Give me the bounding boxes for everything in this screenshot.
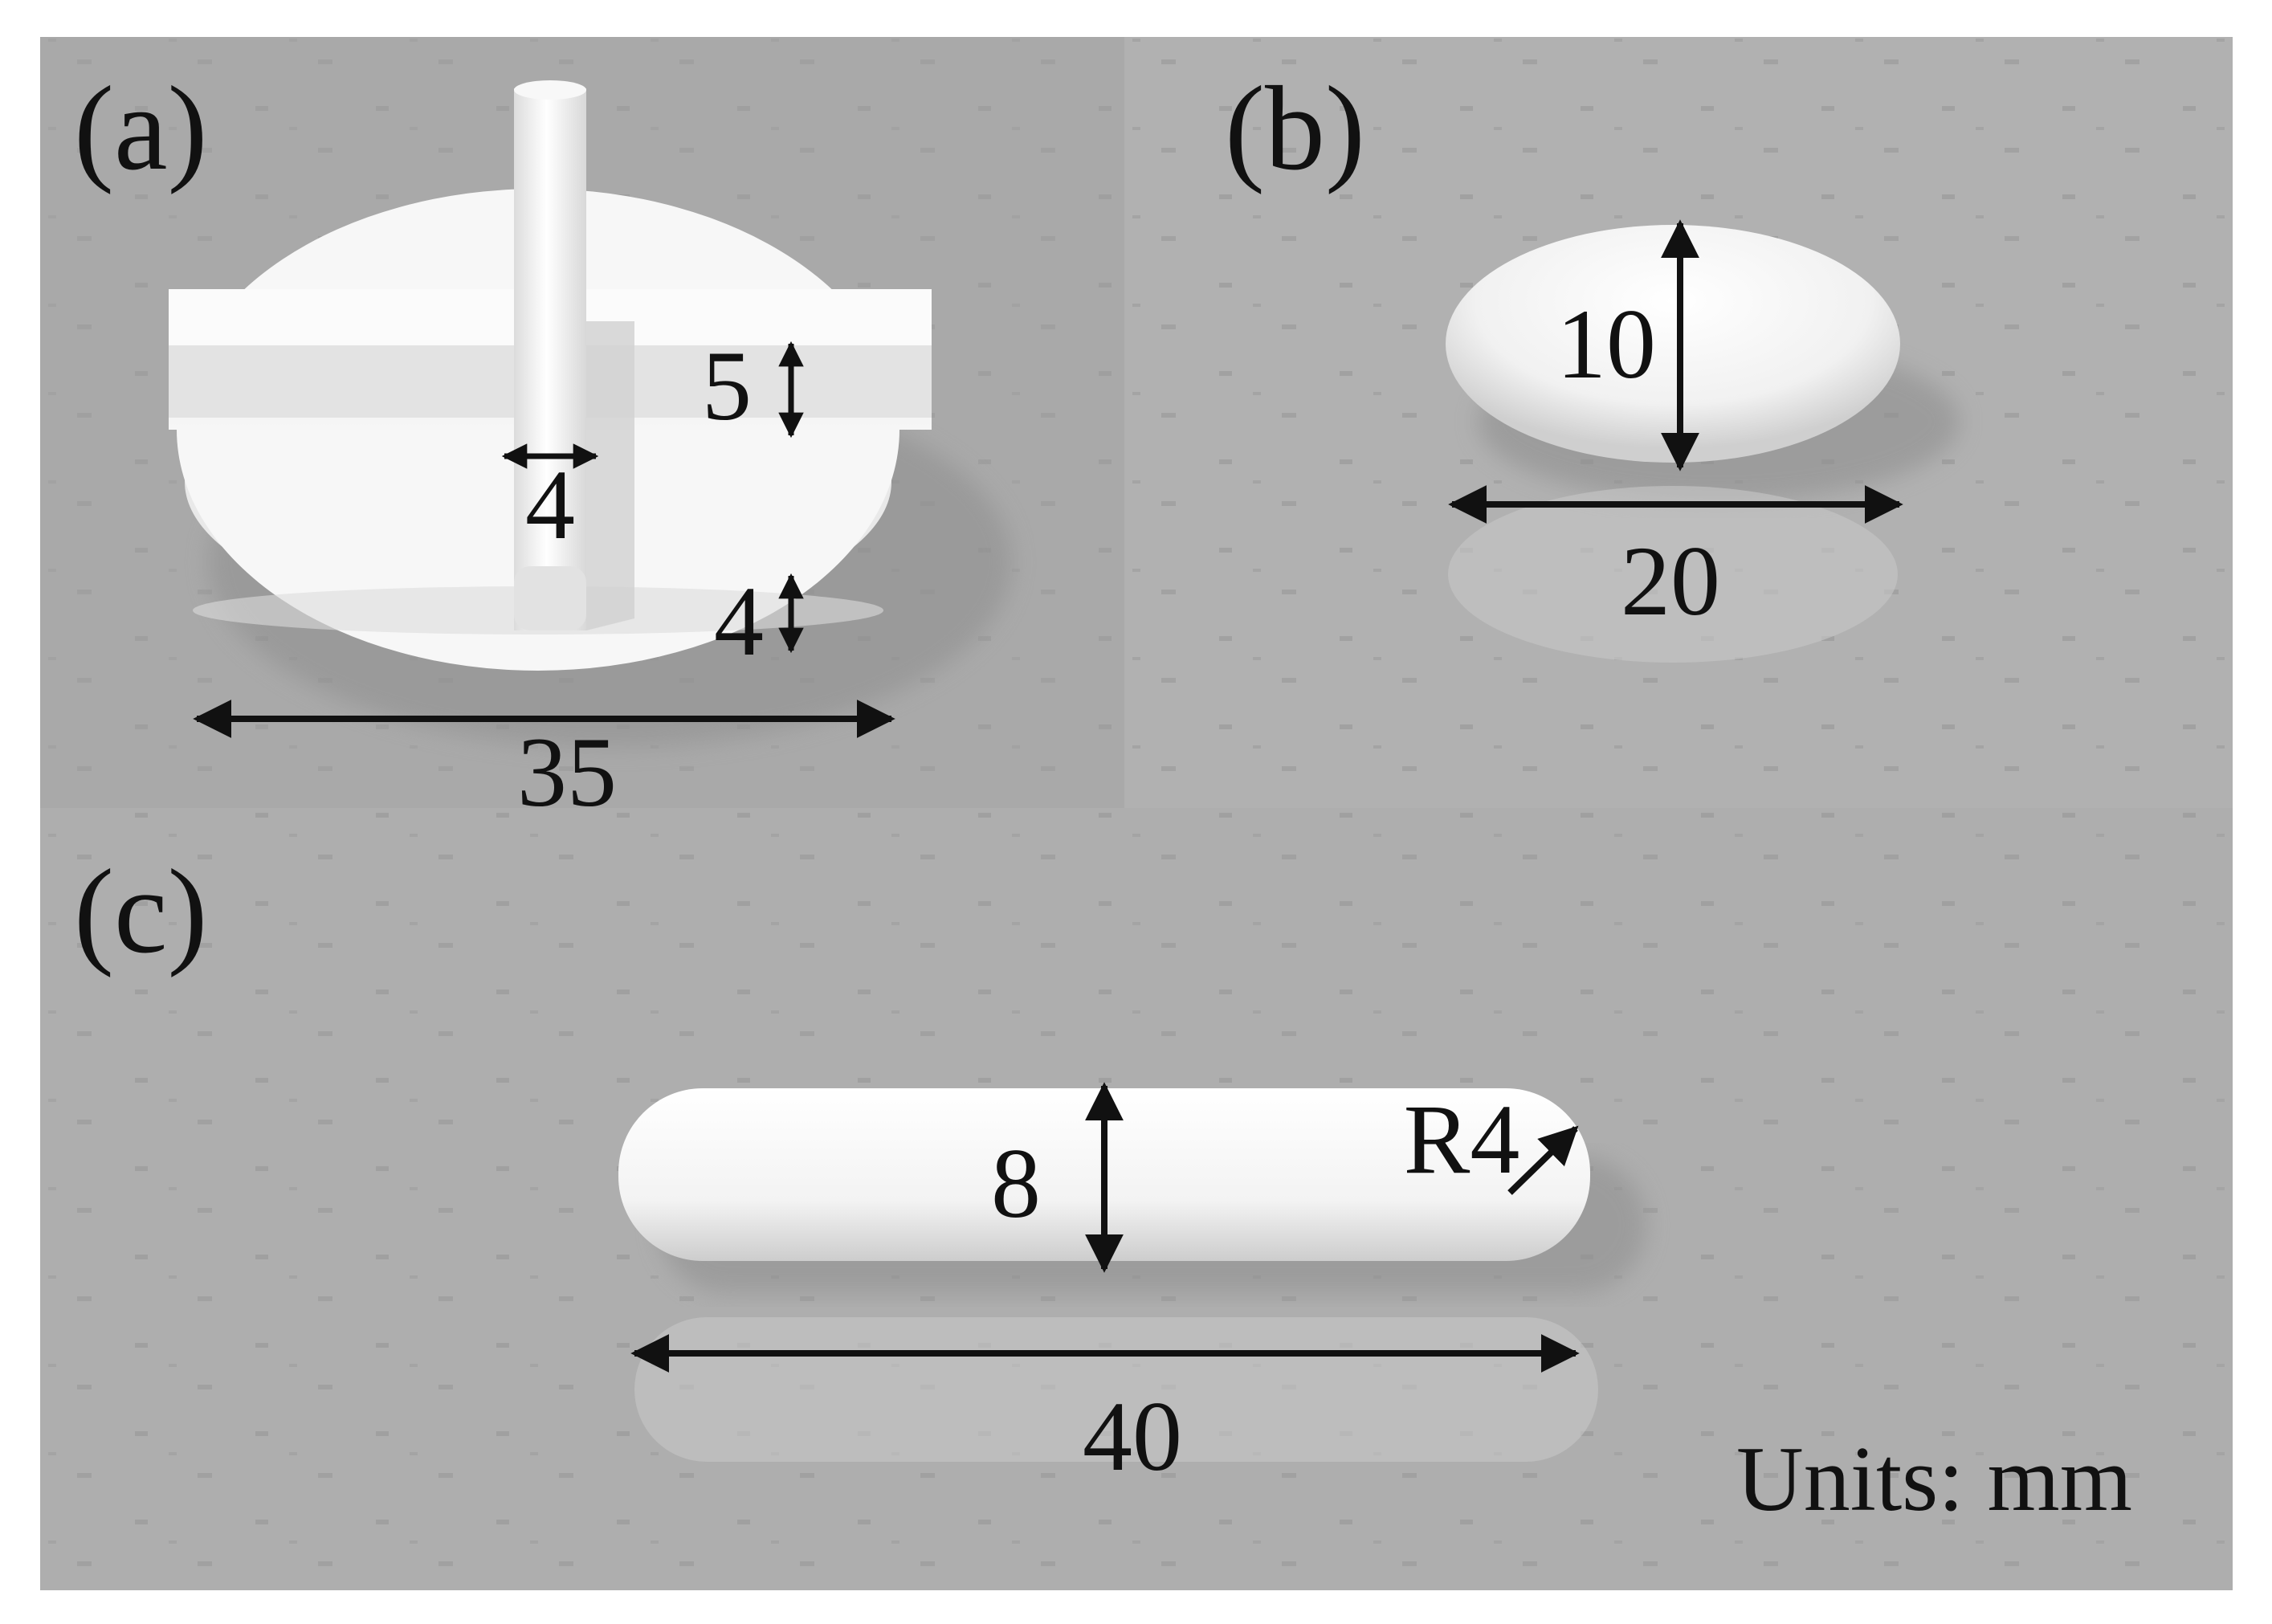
rod-width-label: 4 xyxy=(525,450,575,560)
ellipsoid-length-label: 20 xyxy=(1621,526,1720,636)
end-radius-arrow xyxy=(1507,1125,1579,1195)
panel-c-label: (c) xyxy=(74,845,207,978)
panel-b: (b) 10 20 xyxy=(1225,62,1960,663)
panel-a-label: (a) xyxy=(74,62,207,195)
ellipsoid-height-label: 10 xyxy=(1556,289,1656,399)
capsule-length-label: 40 xyxy=(1083,1381,1182,1491)
panel-a: (a) 4 5 4 35 xyxy=(74,62,1012,827)
vertical-rod xyxy=(514,88,586,630)
panel-b-label: (b) xyxy=(1225,62,1365,195)
disk-thickness-label: 4 xyxy=(714,566,764,676)
end-radius-label: R4 xyxy=(1404,1084,1520,1194)
bar-height-label: 5 xyxy=(702,331,752,441)
disk-diameter-label: 35 xyxy=(517,717,617,827)
units-note: Units: mm xyxy=(1736,1428,2132,1531)
vertical-rod-top xyxy=(514,80,586,100)
ellipsoid-reflection xyxy=(1448,486,1898,663)
capsule-height-label: 8 xyxy=(991,1128,1041,1238)
rod-end-cap xyxy=(514,566,586,630)
panel-c: (c) 8 R4 40 xyxy=(74,845,1646,1491)
rod-shadow xyxy=(586,321,634,630)
ellipsoid-body xyxy=(1446,225,1900,463)
